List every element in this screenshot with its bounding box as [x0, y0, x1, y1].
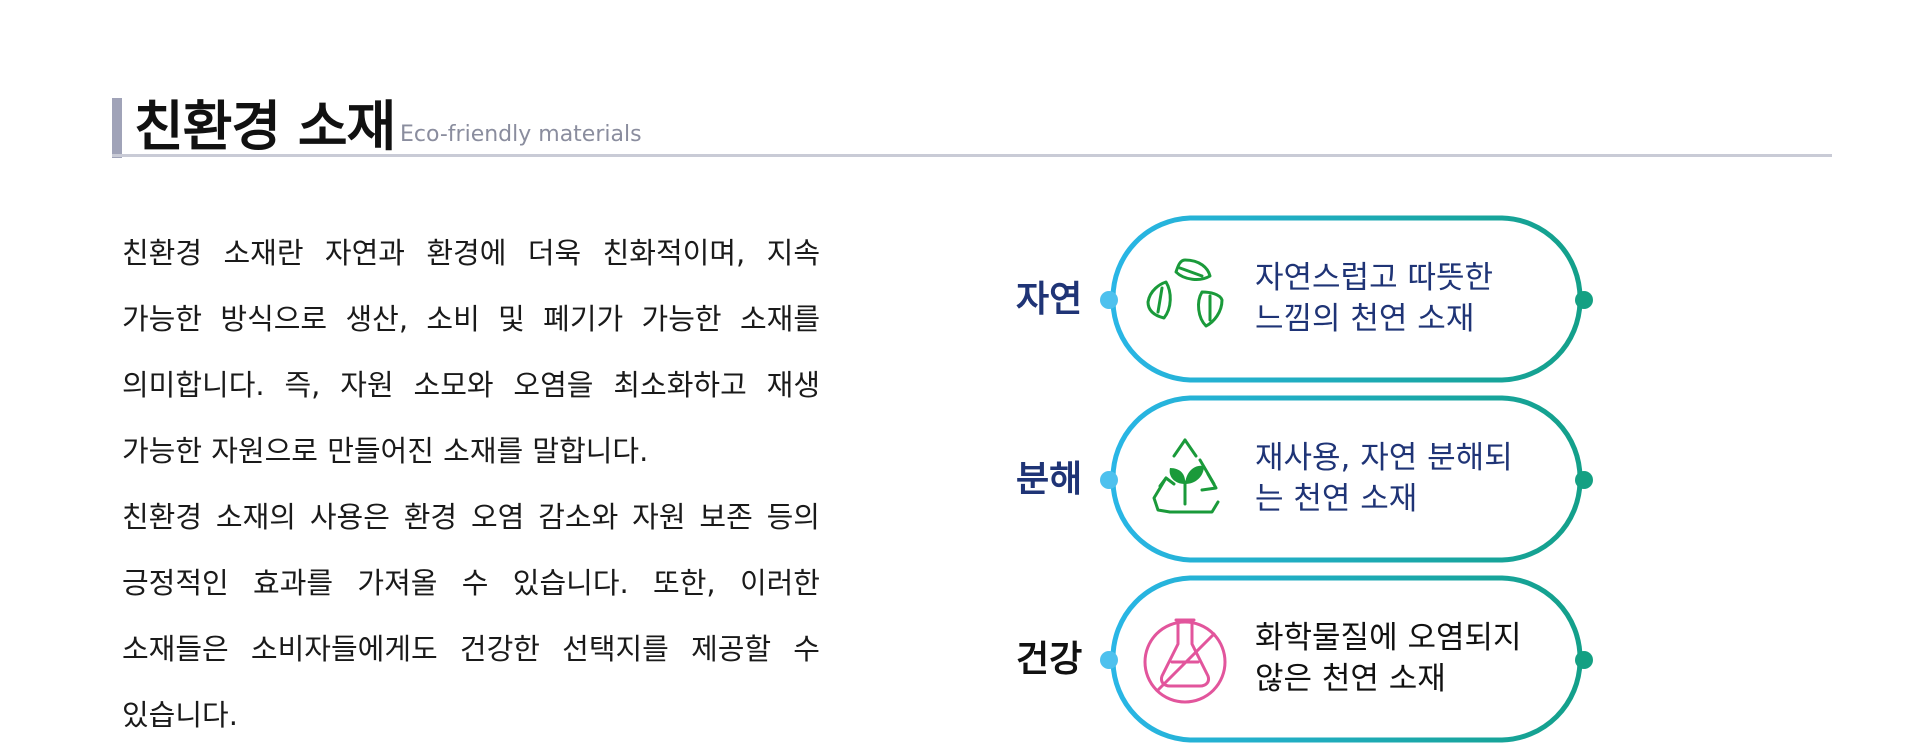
left-dot — [1100, 651, 1118, 669]
feature-text-line: 는 천연 소재 — [1255, 481, 1418, 517]
feature-text-line: 자연스럽고 따뜻한 — [1255, 260, 1494, 296]
paragraph: 친환경 소재의 사용은 환경 오염 감소와 자원 보존 등의 긍정적인 효과를 … — [122, 500, 820, 732]
feature-row-decompose: 분해 재사용, 자연 분해되 는 천연 소재 — [1000, 394, 1600, 564]
right-dot — [1575, 651, 1593, 669]
feature-row-health: 건강 화학물질에 오염되지 않은 천연 소재 — [1000, 574, 1600, 744]
recycle-plant-icon — [1152, 438, 1220, 514]
feature-label: 자연 — [1016, 279, 1083, 320]
right-dot — [1575, 291, 1593, 309]
feature-text-line: 화학물질에 오염되지 — [1255, 620, 1522, 656]
left-dot — [1100, 471, 1118, 489]
feature-text: 재사용, 자연 분해되 는 천연 소재 — [1255, 438, 1555, 520]
title-accent-bar — [112, 98, 122, 158]
right-dot — [1575, 471, 1593, 489]
feature-label: 건강 — [1016, 639, 1083, 680]
paragraph: 친환경 소재란 자연과 환경에 더욱 친화적이며, 지속 가능한 방식으로 생산… — [122, 236, 820, 468]
feature-text-line: 재사용, 자연 분해되 — [1255, 440, 1513, 476]
leaves-icon — [1146, 258, 1224, 328]
page-title: 친환경 소재 — [134, 95, 396, 158]
feature-text: 화학물질에 오염되지 않은 천연 소재 — [1255, 618, 1555, 700]
left-dot — [1100, 291, 1118, 309]
page-subtitle: Eco-friendly materials — [400, 122, 642, 147]
feature-label: 분해 — [1016, 459, 1083, 500]
feature-text-line: 느낌의 천연 소재 — [1255, 301, 1475, 337]
description-text: 친환경 소재란 자연과 환경에 더욱 친화적이며, 지속 가능한 방식으로 생산… — [122, 220, 820, 748]
feature-row-nature: 자연 자연스럽고 따뜻한 느낌의 천연 소재 — [1000, 214, 1600, 384]
title-divider — [112, 154, 1832, 157]
pill-outline — [1100, 395, 1593, 563]
no-chemical-flask-icon — [1143, 618, 1227, 704]
pill-outline — [1100, 215, 1593, 383]
feature-text: 자연스럽고 따뜻한 느낌의 천연 소재 — [1255, 258, 1555, 340]
pill-outline — [1100, 575, 1593, 743]
feature-text-line: 않은 천연 소재 — [1255, 661, 1446, 697]
